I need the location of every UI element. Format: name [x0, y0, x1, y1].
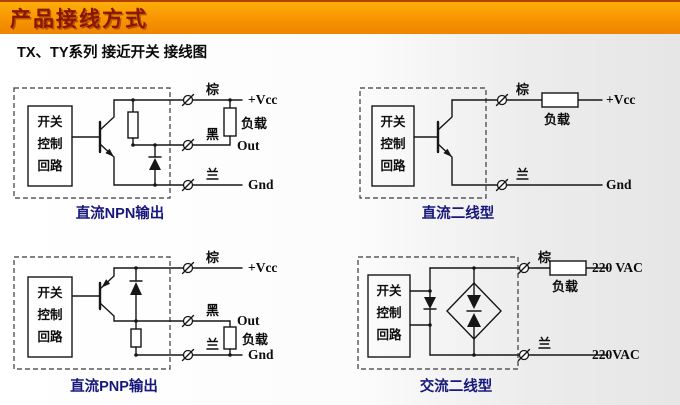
pullup-resistor [127, 98, 139, 147]
pulldown-resistor [130, 320, 142, 357]
sensor-dashed-outline [13, 87, 171, 199]
load-label: 负载 [552, 279, 578, 294]
terminal-icon [181, 314, 195, 328]
control-circuit-label-line2: 控制 [376, 305, 401, 320]
wire-label-black: 黑 [206, 127, 219, 142]
npn-transistor [413, 99, 453, 186]
load-resistor [549, 260, 587, 276]
gnd-label: Gnd [606, 177, 632, 192]
wire-label-brown: 棕 [205, 82, 219, 97]
sensor-dashed-outline [13, 256, 171, 370]
load-resistor [223, 98, 237, 146]
control-circuit-label-line3: 回路 [376, 327, 402, 342]
terminal-icon [517, 261, 531, 275]
terminal-icon [495, 93, 509, 107]
wire-label-blue: 兰 [538, 336, 551, 351]
terminal-icon [495, 178, 509, 192]
control-circuit-label-line2: 控制 [380, 136, 405, 151]
diagram-caption: 直流二线型 [422, 204, 495, 222]
terminal-icon [181, 93, 195, 107]
series-subtitle: TX、TY系列 接近开关 接线图 [17, 45, 208, 61]
diagram-caption: 交流二线型 [420, 377, 493, 395]
wire-label-blue: 兰 [206, 337, 219, 352]
control-circuit-box: 开关 控制 回路 [27, 276, 73, 358]
control-circuit-label-line3: 回路 [37, 329, 63, 344]
load-label: 负载 [242, 332, 268, 347]
control-circuit-label-line2: 控制 [37, 136, 62, 151]
control-circuit-box: 开关 控制 回路 [367, 274, 411, 358]
ac-line-bottom-label: 220VAC [592, 347, 640, 362]
terminal-icon [181, 348, 195, 362]
diagram-ac-two-wire: 开关 控制 回路 [357, 250, 643, 395]
sensor-dashed-outline [357, 256, 519, 370]
terminal-icon [181, 178, 195, 192]
load-label: 负载 [241, 116, 267, 131]
wire-label-brown: 棕 [515, 82, 529, 97]
vcc-label: +Vcc [606, 92, 635, 107]
diagram-dc-two-wire: 开关 控制 回路 棕 兰 负载 +Vcc Gnd 直流二线型 [359, 82, 635, 222]
load-resistor [541, 92, 579, 108]
control-circuit-label-line1: 开关 [37, 114, 63, 129]
terminal-icon [181, 138, 195, 152]
terminal-icon [181, 261, 195, 275]
control-circuit-box: 开关 控制 回路 [27, 105, 73, 187]
load-label: 负载 [544, 112, 570, 127]
wire-label-brown: 棕 [205, 250, 219, 265]
control-circuit-box: 开关 控制 回路 [371, 105, 415, 187]
gnd-label: Gnd [248, 347, 274, 362]
terminal-icon [517, 348, 531, 362]
vcc-label: +Vcc [248, 92, 277, 107]
wire-label-black: 黑 [206, 303, 219, 318]
out-label: Out [237, 138, 260, 153]
diagram-dc-npn: 开关 控制 回路 [13, 82, 277, 222]
pnp-transistor [71, 267, 115, 322]
sensor-dashed-outline [359, 87, 487, 199]
npn-transistor [71, 99, 115, 186]
load-resistor [223, 320, 237, 357]
diagram-caption: 直流PNP输出 [70, 377, 158, 395]
out-label: Out [237, 313, 260, 328]
diagram-dc-pnp: 开关 控制 回路 [13, 250, 277, 395]
control-circuit-label-line3: 回路 [37, 158, 63, 173]
control-circuit-label-line3: 回路 [380, 158, 406, 173]
page-header: 产品接线方式 [0, 0, 680, 34]
control-circuit-label-line1: 开关 [376, 283, 402, 298]
page-title: 产品接线方式 [10, 8, 148, 31]
control-circuit-label-line2: 控制 [37, 307, 62, 322]
control-circuit-label-line1: 开关 [37, 285, 63, 300]
thyristor-symbol [409, 267, 437, 356]
gnd-label: Gnd [248, 177, 274, 192]
bridge-rectifier [446, 266, 502, 357]
wire-label-blue: 兰 [516, 167, 529, 182]
protection-diode [148, 143, 162, 187]
wire-label-blue: 兰 [206, 167, 219, 182]
wire-label-brown: 棕 [537, 250, 551, 265]
ac-line-top-label: 220 VAC [592, 260, 643, 275]
control-circuit-label-line1: 开关 [380, 114, 406, 129]
diagram-caption: 直流NPN输出 [76, 204, 165, 222]
vcc-label: +Vcc [248, 260, 277, 275]
protection-diode [129, 266, 143, 323]
